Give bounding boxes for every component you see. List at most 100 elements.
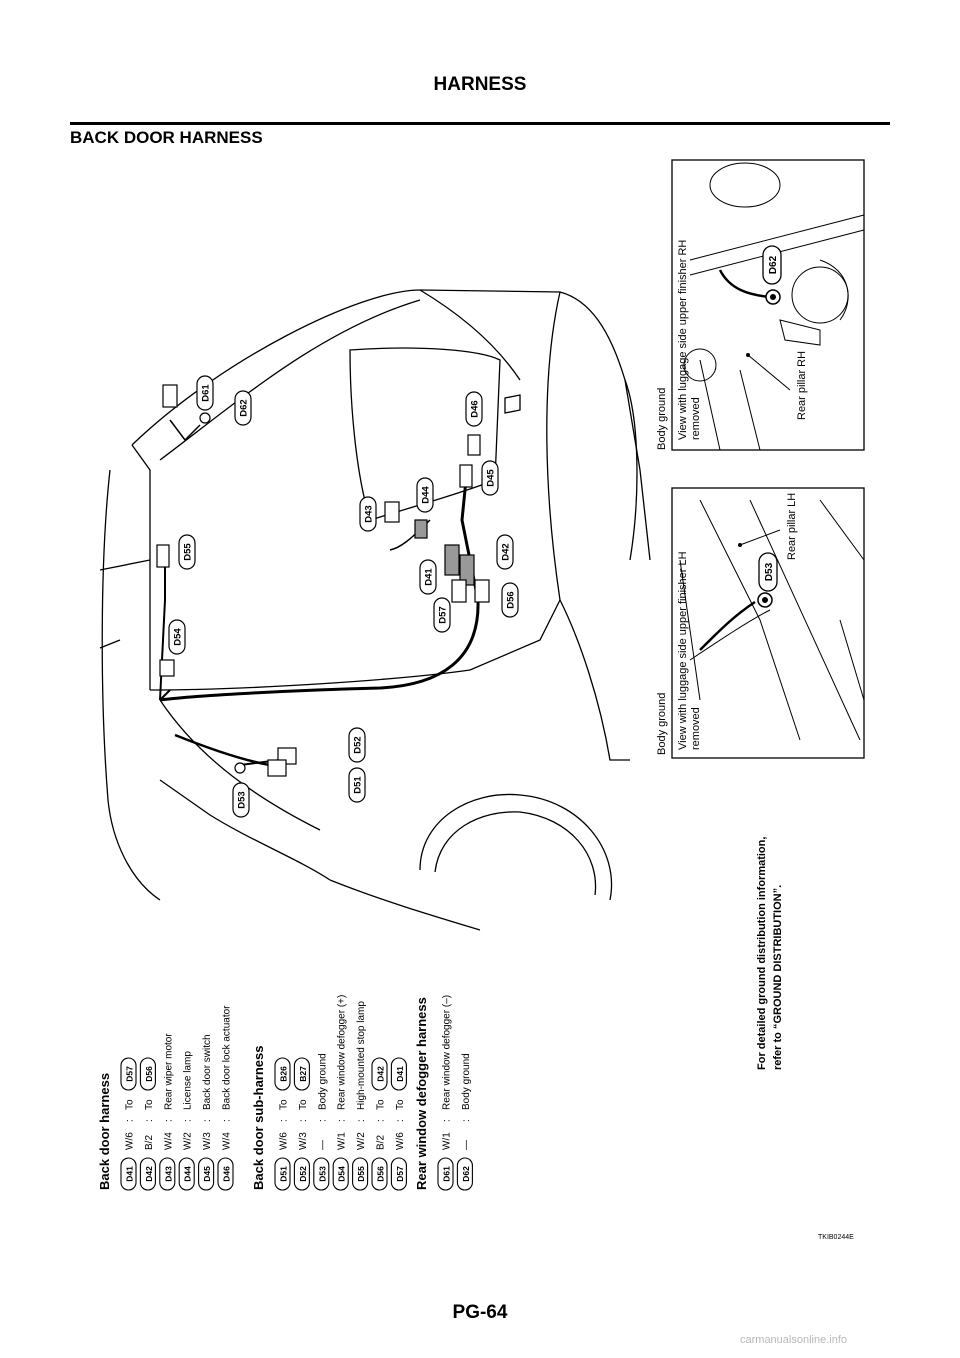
svg-text:Body ground: Body ground — [317, 1053, 328, 1110]
note-line-1: For detailed ground distribution informa… — [756, 837, 768, 1070]
svg-text:D53: D53 — [764, 562, 775, 581]
svg-text::: : — [337, 1119, 348, 1122]
page-header-title: HARNESS — [433, 74, 527, 95]
svg-text:Back door lock actuator: Back door lock actuator — [222, 1005, 233, 1110]
svg-text:D61: D61 — [442, 1166, 452, 1182]
connector-label-d56: D56 — [501, 582, 519, 618]
inset-right-title: Body ground — [656, 388, 668, 450]
svg-text:W/4: W/4 — [163, 1132, 174, 1150]
svg-text::: : — [163, 1119, 174, 1122]
harness-wires — [159, 419, 480, 767]
svg-text:D57: D57 — [438, 606, 449, 623]
inset-right: Body ground View with luggage side upper… — [656, 159, 865, 451]
svg-text::: : — [144, 1119, 155, 1122]
svg-text:To: To — [298, 1099, 309, 1110]
svg-text:Rear window defogger (–): Rear window defogger (–) — [442, 995, 453, 1110]
inset-left: Body ground View with luggage side upper… — [656, 487, 865, 759]
figure-id: TKIB0244E — [818, 1234, 854, 1241]
svg-text::: : — [317, 1119, 328, 1122]
inset-left-connector: D53 — [758, 552, 778, 592]
svg-text:W/4: W/4 — [222, 1132, 233, 1150]
legend-row-d53: D53—:Body ground — [313, 1053, 330, 1191]
inset-right-caption-1: View with luggage side upper finisher RH — [677, 240, 689, 440]
svg-text:—: — — [461, 1140, 472, 1150]
svg-text:D55: D55 — [356, 1166, 366, 1182]
svg-text:D56: D56 — [144, 1066, 154, 1082]
connector-label-d46: D46 — [465, 391, 483, 427]
svg-text::: : — [461, 1119, 472, 1122]
svg-text:D53: D53 — [317, 1166, 327, 1182]
svg-text:W/2: W/2 — [356, 1132, 367, 1150]
svg-text:D52: D52 — [353, 736, 364, 753]
connector-label-d45: D45 — [481, 460, 499, 496]
legend-title: Back door harness — [97, 1073, 112, 1190]
inset-right-pillar: Rear pillar RH — [796, 351, 808, 420]
connector-blocks — [156, 384, 490, 777]
svg-text::: : — [279, 1119, 290, 1122]
legend-title: Back door sub-harness — [251, 1046, 266, 1191]
connector-label-d55: D55 — [178, 534, 196, 570]
svg-text:D42: D42 — [144, 1166, 154, 1182]
svg-text:D53: D53 — [237, 791, 248, 808]
svg-text:W/2: W/2 — [183, 1132, 194, 1150]
svg-text:W/1: W/1 — [442, 1132, 453, 1150]
svg-text:D57: D57 — [125, 1066, 135, 1082]
svg-text:W/6: W/6 — [395, 1132, 406, 1150]
vehicle-outline — [99, 289, 651, 931]
svg-text:B27: B27 — [298, 1066, 308, 1082]
inset-left-title: Body ground — [656, 693, 668, 755]
svg-text:B26: B26 — [279, 1066, 289, 1082]
svg-text:To: To — [125, 1099, 136, 1110]
connector-label-d57: D57 — [433, 597, 451, 633]
svg-text:D56: D56 — [376, 1166, 386, 1182]
svg-text:D45: D45 — [486, 469, 497, 487]
connector-label-d41: D41 — [419, 559, 437, 595]
connector-label-d54: D54 — [168, 619, 186, 655]
svg-text:B/2: B/2 — [376, 1135, 387, 1150]
legend-row-d61: D61 W/1: Rear window defogger (–) — [437, 995, 454, 1191]
legend-row-d62: D62—:Body ground — [456, 1053, 473, 1191]
svg-text:D54: D54 — [173, 628, 184, 646]
svg-text:D43: D43 — [163, 1166, 173, 1182]
svg-text:D61: D61 — [201, 384, 212, 402]
svg-text:D41: D41 — [395, 1066, 405, 1082]
svg-text:D51: D51 — [279, 1166, 289, 1182]
svg-text:D44: D44 — [183, 1166, 193, 1182]
svg-text:D55: D55 — [183, 543, 194, 561]
svg-text:License lamp: License lamp — [183, 1051, 194, 1110]
svg-text:D52: D52 — [298, 1166, 308, 1182]
page-number: PG-64 — [452, 1302, 508, 1323]
svg-text:To: To — [376, 1099, 387, 1110]
svg-text:D42: D42 — [501, 543, 512, 560]
svg-text::: : — [202, 1119, 213, 1122]
inset-left-caption-1: View with luggage side upper finisher LH — [677, 551, 689, 750]
svg-text::: : — [442, 1119, 453, 1122]
svg-text:To: To — [279, 1099, 290, 1110]
svg-text:Rear window defogger (+): Rear window defogger (+) — [337, 995, 348, 1110]
svg-text:W/3: W/3 — [202, 1132, 213, 1150]
svg-text:To: To — [144, 1099, 155, 1110]
svg-text:D43: D43 — [364, 505, 375, 522]
svg-text:W/1: W/1 — [337, 1132, 348, 1150]
svg-text:Back door switch: Back door switch — [202, 1034, 213, 1110]
inset-right-caption-2: removed — [690, 397, 702, 440]
connector-label-group: D53D51D52D54D55D61D62D43D44D41D57D42D56D… — [168, 375, 519, 818]
svg-text:High-mounted stop lamp: High-mounted stop lamp — [356, 1001, 367, 1110]
connector-label-d61: D61 — [196, 375, 214, 411]
svg-text::: : — [298, 1119, 309, 1122]
svg-text::: : — [356, 1119, 367, 1122]
svg-text:Body ground: Body ground — [461, 1053, 472, 1110]
connector-label-d53: D53 — [232, 782, 250, 818]
svg-text:W/6: W/6 — [125, 1132, 136, 1150]
